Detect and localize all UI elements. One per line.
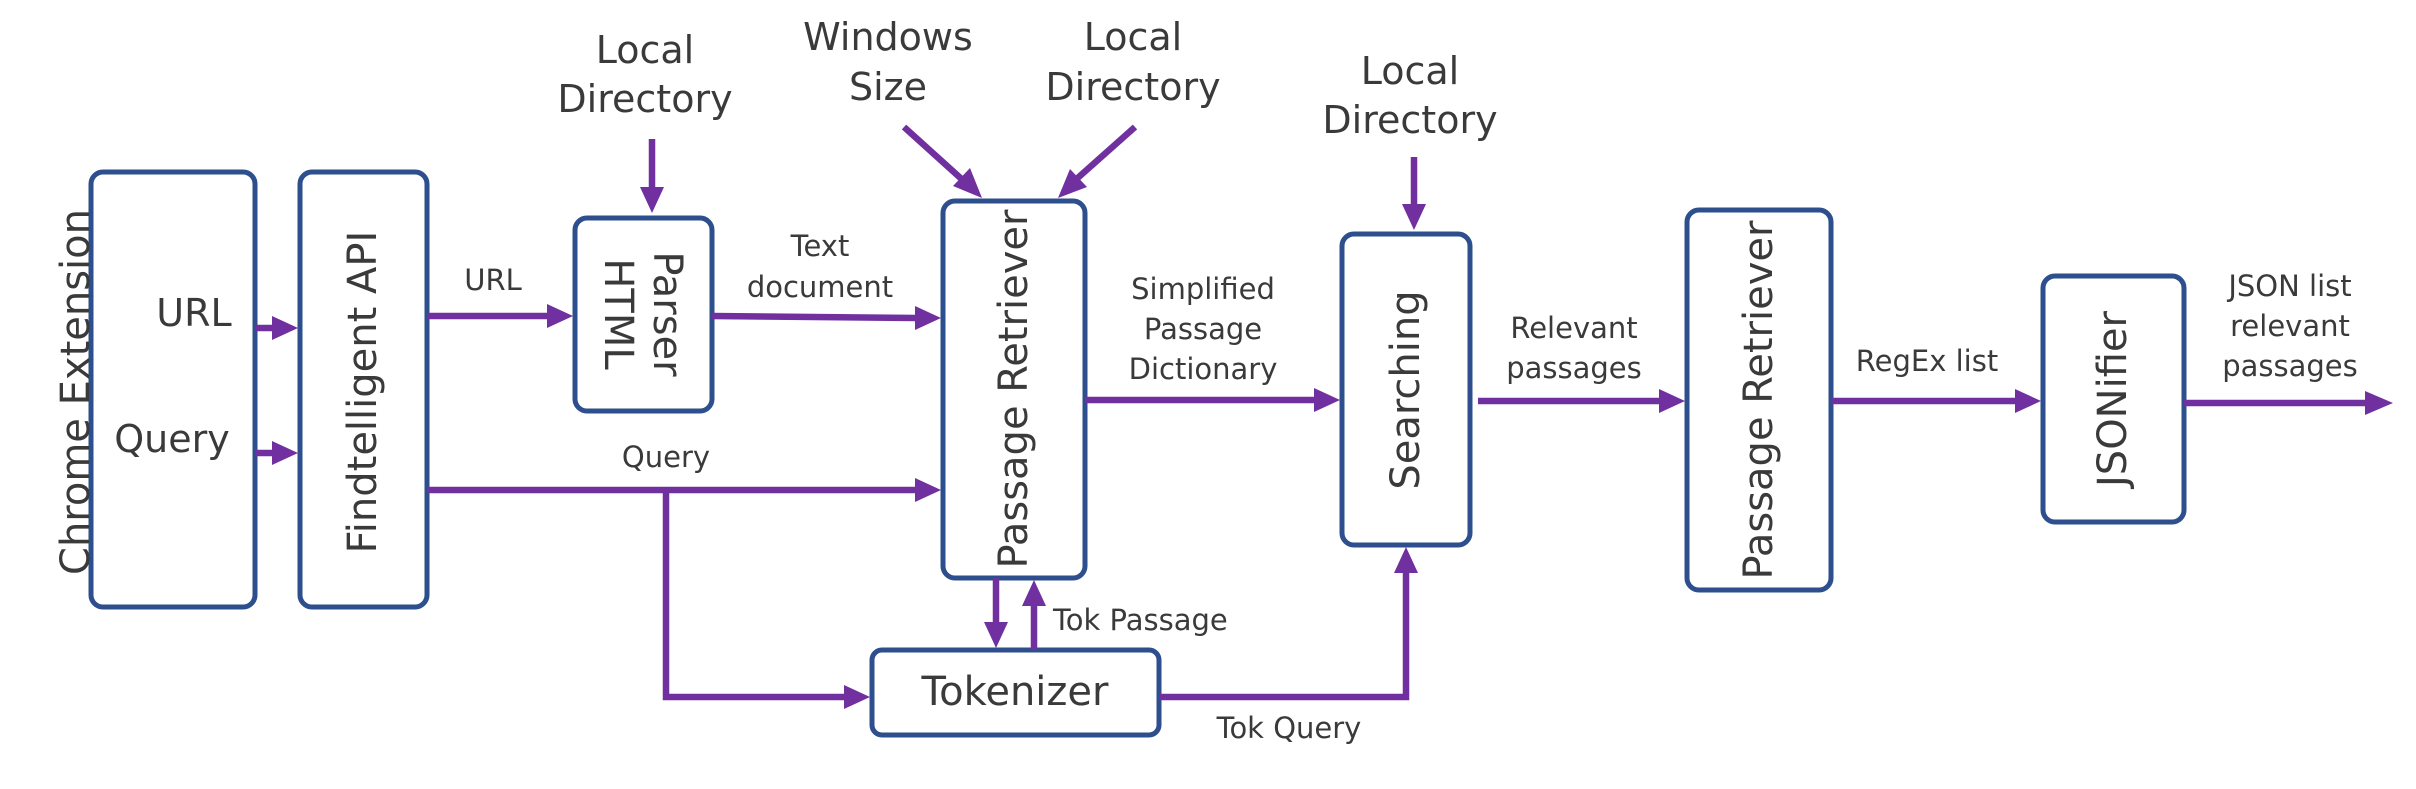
- jsonifier-box: [2040, 273, 2187, 525]
- html-parser-node: HTML Parser: [572, 215, 715, 414]
- edge-label-query: Query: [622, 440, 710, 474]
- edge-label-text-document-line2: document: [747, 270, 893, 304]
- chrome-extension-label: Chrome Extension: [53, 209, 99, 575]
- searching-node: Searching: [1339, 231, 1473, 548]
- edge-label-url: URL: [464, 263, 522, 297]
- passage-retriever-1-label: Passage Retriever: [991, 209, 1037, 568]
- passage-retriever-2-node: Passage Retriever: [1684, 207, 1834, 593]
- arrow-tok-passage: [1022, 580, 1046, 650]
- input-local-directory-1: Local Directory: [557, 28, 733, 213]
- edge-label-dictionary: Dictionary: [1129, 352, 1278, 386]
- edge-label-tok-query: Tok Query: [1216, 711, 1362, 745]
- html-parser-label-line1: HTML: [595, 258, 641, 370]
- edge-label-simplified: Simplified: [1131, 272, 1275, 306]
- edge-label-tok-passage: Tok Passage: [1052, 603, 1228, 637]
- arrow-url: [427, 304, 573, 328]
- jsonifier-label: JSONifier: [2090, 310, 2136, 490]
- passage-retriever-1-node: Passage Retriever: [940, 198, 1088, 581]
- input-local-directory-3: Local Directory: [1322, 49, 1498, 230]
- input-local-directory-3-line2: Directory: [1322, 98, 1497, 142]
- edge-label-json-relevant: relevant: [2230, 309, 2350, 343]
- arrow-relevant-passages: [1478, 389, 1685, 413]
- input-local-directory-1-line1: Local: [596, 28, 695, 72]
- edge-label-json-passages: passages: [2222, 349, 2358, 383]
- findtelligent-api-box: [297, 169, 430, 610]
- arrow-tok-query: [1159, 547, 1418, 701]
- passage-retriever-1-box: [940, 198, 1088, 581]
- passage-retriever-2-label: Passage Retriever: [1736, 220, 1782, 579]
- edge-label-regex-list: RegEx list: [1856, 344, 1998, 378]
- arrow-simplified-dictionary: [1085, 388, 1340, 412]
- arrow-text-document: [711, 306, 941, 330]
- tokenizer-node: Tokenizer: [869, 647, 1162, 738]
- findtelligent-api-label: Findtelligent API: [340, 231, 386, 554]
- input-local-directory-2-line1: Local: [1084, 15, 1183, 59]
- html-parser-box: [572, 215, 715, 414]
- arrow-regex-list: [1831, 389, 2041, 413]
- edge-label-passages: passages: [1506, 351, 1642, 385]
- edge-label-passage: Passage: [1144, 312, 1262, 346]
- findtelligent-api-node: Findtelligent API: [297, 169, 430, 610]
- arrow-extension-url: [255, 316, 298, 340]
- input-windows-size: Windows Size: [803, 15, 982, 198]
- input-local-directory-3-line1: Local: [1361, 49, 1460, 93]
- input-local-directory-2-line2: Directory: [1045, 65, 1220, 109]
- html-parser-label-line2: Parser: [644, 251, 690, 377]
- jsonifier-node: JSONifier: [2040, 273, 2187, 525]
- input-local-directory-1-line2: Directory: [557, 77, 732, 121]
- searching-box: [1339, 231, 1473, 548]
- chrome-extension-query-label: Query: [114, 417, 229, 461]
- edge-label-text-document-line1: Text: [790, 229, 850, 263]
- arrow-json-output: [2184, 391, 2393, 415]
- edge-label-relevant: Relevant: [1510, 311, 1637, 345]
- chrome-extension-url-label: URL: [156, 291, 231, 335]
- input-local-directory-2: Local Directory: [1045, 15, 1221, 198]
- chrome-extension-box: [88, 169, 258, 610]
- searching-label: Searching: [1383, 290, 1429, 489]
- edge-label-json-list: JSON list: [2226, 269, 2351, 303]
- tokenizer-label: Tokenizer: [921, 669, 1110, 715]
- chrome-extension-node: Chrome Extension URL Query: [53, 169, 258, 610]
- arrow-retriever-to-tokenizer: [984, 578, 1008, 648]
- tokenizer-box: [869, 647, 1162, 738]
- arrow-extension-query: [255, 441, 298, 465]
- arrow-query-to-tokenizer: [662, 490, 870, 709]
- arrow-query: [427, 478, 941, 502]
- input-windows-size-line1: Windows: [803, 15, 973, 59]
- input-windows-size-line2: Size: [849, 65, 927, 109]
